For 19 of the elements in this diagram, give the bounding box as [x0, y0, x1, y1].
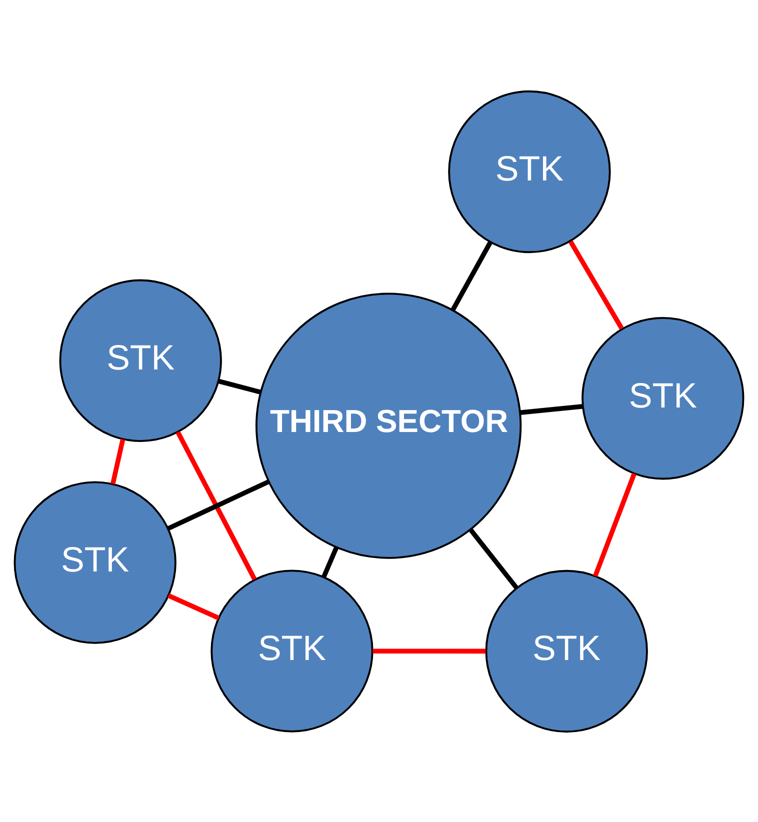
connector: [593, 472, 636, 576]
node-circle: THIRD SECTOR: [255, 292, 522, 558]
node-circle: STK: [582, 316, 744, 480]
connector: [322, 546, 339, 578]
node-circle: STK: [210, 569, 374, 732]
connector: [372, 648, 486, 654]
connector: [167, 478, 270, 530]
node-circle: STK: [448, 90, 611, 253]
connector: [218, 378, 261, 394]
connector: [450, 240, 492, 311]
connector: [110, 438, 126, 484]
node-circle: STK: [59, 278, 222, 442]
node-circle: STK: [485, 569, 648, 732]
connector: [168, 592, 220, 620]
node-circle: STK: [14, 480, 176, 644]
connector: [520, 403, 584, 415]
connector: [568, 240, 624, 330]
connector: [468, 528, 519, 590]
connector: [176, 430, 257, 580]
